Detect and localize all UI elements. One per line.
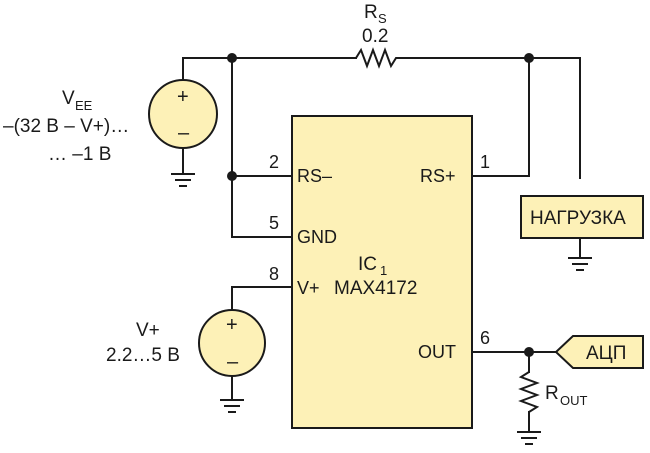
ic-part-number: MAX4172 — [334, 278, 417, 299]
pin-number: 1 — [480, 152, 490, 172]
vee-range-line1: –(32 В – V+)… — [3, 116, 129, 137]
adc-label: АЦП — [586, 343, 626, 364]
wire-vplus-pin — [231, 286, 293, 311]
junction-dot — [227, 171, 237, 181]
resistor-rout-symbol — [518, 371, 540, 413]
vee-source: + – V EE –(32 В – V+)… … –1 В — [3, 79, 218, 165]
vee-name: V — [62, 88, 75, 109]
junctions — [227, 53, 534, 357]
junction-dot — [227, 53, 237, 63]
ground-symbol — [517, 431, 541, 445]
pin-number: 6 — [480, 328, 490, 348]
vplus-minus-sign: – — [227, 351, 239, 373]
vplus-range: 2.2…5 В — [106, 345, 180, 366]
vee-plus-sign: + — [177, 86, 189, 108]
pin-label-rsminus: RS– — [297, 166, 332, 186]
pin-label-rsplus: RS+ — [420, 166, 456, 186]
pin-label-out: OUT — [418, 342, 456, 362]
pin-number: 2 — [269, 152, 279, 172]
vplus-source: + – V+ 2.2…5 В — [106, 309, 266, 377]
wire-rail-to-load — [397, 57, 581, 179]
load-box — [520, 195, 644, 239]
resistor-rout: R OUT — [518, 371, 588, 413]
rs-subscript: S — [378, 11, 387, 26]
pin-label-gnd: GND — [297, 227, 337, 247]
junction-dot — [524, 347, 534, 357]
pin-label-vplus: V+ — [297, 278, 320, 298]
wire-rsplus — [471, 57, 530, 177]
rs-value: 0.2 — [362, 26, 388, 47]
ground-symbol — [568, 257, 592, 271]
rs-name: R — [364, 2, 378, 23]
ic-chip: IC 1 MAX4172 2 RS– 5 GND 8 V+ 1 RS+ 6 OU… — [269, 115, 490, 429]
pin-number: 8 — [269, 264, 279, 284]
vplus-plus-sign: + — [226, 314, 238, 336]
wires — [182, 57, 581, 433]
vee-minus-sign: – — [178, 122, 190, 144]
ic-name: IC — [358, 254, 377, 275]
rout-name: R — [545, 383, 559, 404]
adc: АЦП — [554, 335, 644, 369]
junction-dot — [524, 53, 534, 63]
ground-symbol — [171, 173, 195, 187]
ground-symbol — [220, 399, 244, 413]
wire-gnd-node — [231, 57, 293, 238]
rout-subscript: OUT — [560, 393, 588, 408]
resistor-rs: R S 0.2 — [355, 2, 398, 69]
vplus-name: V+ — [136, 320, 160, 341]
vee-subscript: EE — [75, 98, 93, 113]
ic-body — [291, 115, 473, 429]
wire-vee-top — [182, 57, 357, 81]
resistor-rs-symbol — [355, 47, 398, 69]
load: НАГРУЗКА — [520, 195, 644, 239]
adc-box — [554, 335, 644, 369]
ic-subscript: 1 — [380, 263, 387, 278]
pin-number: 5 — [269, 213, 279, 233]
vplus-source-circle — [198, 309, 266, 377]
vee-range-line2: … –1 В — [48, 144, 111, 165]
vee-source-circle — [148, 79, 218, 149]
load-label: НАГРУЗКА — [530, 208, 626, 229]
